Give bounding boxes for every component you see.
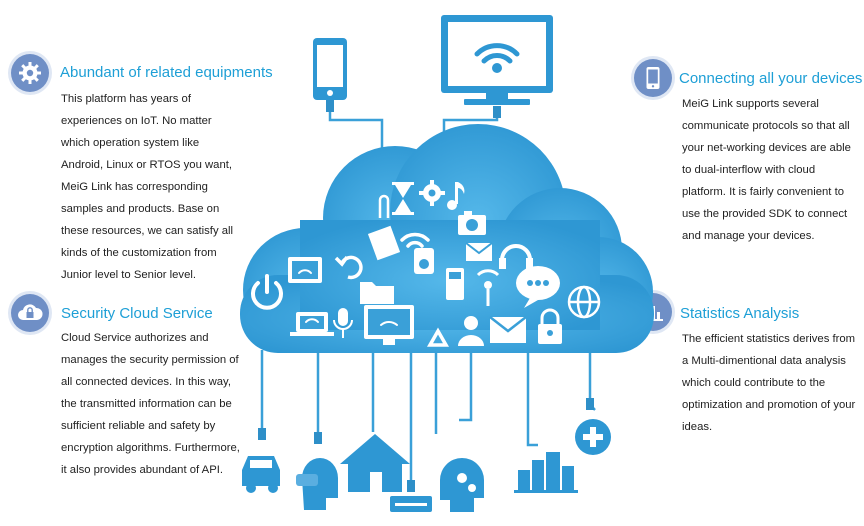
feature-statistics-body: The efficient statistics derives from a … [682, 333, 856, 433]
feature-equipments-body: This platform has years of experiences o… [61, 93, 234, 281]
bottom-devices [242, 419, 611, 512]
smartphone-icon [646, 67, 660, 89]
feature-statistics-title: Statistics Analysis [680, 305, 800, 322]
screen-wifi-glyphs [298, 269, 398, 326]
user-icon [458, 316, 484, 346]
headphones-icon [499, 244, 533, 269]
feature-connecting-title: Connecting all your devices [679, 70, 863, 87]
refresh-icon [334, 255, 363, 280]
feature-equipments-badge [11, 54, 49, 92]
cloud-lock-icon [18, 304, 43, 320]
laptop-icon [290, 312, 334, 336]
globe-icon [567, 285, 601, 319]
cloud-inner-icons [251, 180, 601, 347]
paperclip-icon [378, 194, 390, 218]
recycle-icon [426, 327, 450, 347]
feature-connecting-body: MeiG Link supports several communicate p… [682, 98, 851, 242]
vr-headset-icon [296, 458, 338, 510]
router-icon [390, 496, 432, 512]
hourglass-icon [392, 182, 414, 215]
smart-head-icon [440, 458, 484, 512]
gear-small-icon [419, 180, 445, 206]
camera-icon [458, 211, 486, 235]
music-note-icon [447, 182, 465, 210]
media-player-icon [414, 248, 434, 274]
feature-equipments-title: Abundant of related equipments [60, 64, 273, 81]
chat-bubble-icon [516, 266, 560, 308]
folder-icon [360, 282, 394, 304]
feature-security-title: Security Cloud Service [61, 305, 213, 322]
house-icon [340, 434, 410, 492]
medical-plus-icon [575, 419, 611, 455]
broadcast-icon [476, 269, 500, 306]
monitor-wifi-icon [441, 15, 553, 105]
envelope-icon [489, 316, 527, 343]
document-icon [367, 225, 401, 261]
feature-security-body: Cloud Service authorizes and manages the… [61, 332, 240, 476]
smartphone-device-icon [313, 38, 347, 100]
mail-icon [465, 242, 493, 261]
feature-connecting-badge [634, 59, 672, 97]
phone-keypad-icon [446, 268, 464, 300]
wifi-icon [400, 232, 430, 248]
power-icon [251, 274, 283, 310]
lock-icon [538, 308, 562, 344]
gear-icon [19, 62, 41, 84]
city-buildings-icon [514, 452, 578, 493]
microphone-icon [333, 308, 353, 338]
car-icon [242, 456, 280, 493]
feature-security-badge [11, 294, 49, 332]
monitor-small-icon [364, 305, 414, 345]
